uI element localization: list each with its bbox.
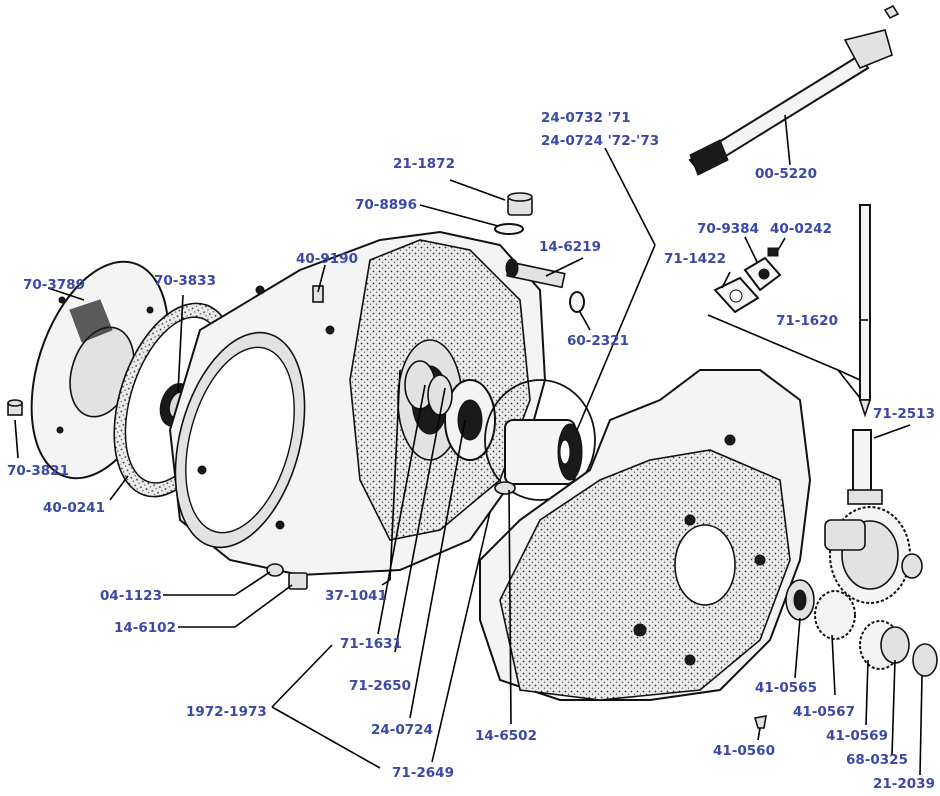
- label-40-0242: 40-0242: [770, 221, 832, 237]
- label-71-2649: 71-2649: [392, 765, 454, 781]
- label-70-3833: 70-3833: [154, 273, 216, 289]
- cover-plate-parts: [713, 247, 782, 314]
- drain-plug-part: [266, 563, 308, 590]
- label-24-0724: 24-0724: [371, 722, 433, 738]
- leader-lines: [14, 114, 923, 776]
- label-1972-1973: 1972-1973: [186, 704, 267, 720]
- label-40-0241: 40-0241: [43, 500, 105, 516]
- parts-illustration: [7, 4, 938, 729]
- crankcase-half: [479, 369, 812, 701]
- label-70-9384: 70-9384: [697, 221, 759, 237]
- bolt-part: [505, 258, 585, 313]
- label-40-9190: 40-9190: [296, 251, 358, 267]
- label-41-0565: 41-0565: [755, 680, 817, 696]
- label-04-1123: 04-1123: [100, 588, 162, 604]
- label-70-3821: 70-3821: [7, 463, 69, 479]
- pin-part: [312, 285, 324, 303]
- gear-cluster-part: [753, 506, 938, 729]
- label-71-2650: 71-2650: [349, 678, 411, 694]
- part-labels: 24-0732 '71 24-0724 '72-'73 21-1872 00-5…: [7, 110, 935, 792]
- label-41-0567: 41-0567: [793, 704, 855, 720]
- label-14-6102: 14-6102: [114, 620, 176, 636]
- guide-part: [847, 429, 883, 505]
- shaft-part: [688, 4, 900, 176]
- rod-part: [858, 204, 872, 418]
- label-68-0325: 68-0325: [846, 752, 908, 768]
- label-71-1631: 71-1631: [340, 636, 402, 652]
- label-41-0569: 41-0569: [826, 728, 888, 744]
- label-41-0560: 41-0560: [713, 743, 775, 759]
- label-14-6502: 14-6502: [475, 728, 537, 744]
- label-14-6219: 14-6219: [539, 239, 601, 255]
- label-00-5220: 00-5220: [755, 166, 817, 182]
- label-71-1422: 71-1422: [664, 251, 726, 267]
- label-60-2321: 60-2321: [567, 333, 629, 349]
- small-screw-part: [7, 399, 23, 416]
- label-70-8896: 70-8896: [355, 197, 417, 213]
- label-24-0732: 24-0732 '71: [541, 110, 631, 126]
- label-37-1041: 37-1041: [325, 588, 387, 604]
- plug-and-washer-part: [494, 192, 533, 235]
- label-21-2039: 21-2039: [873, 776, 935, 792]
- label-71-1620: 71-1620: [776, 313, 838, 329]
- label-21-1872: 21-1872: [393, 156, 455, 172]
- label-71-2513: 71-2513: [873, 406, 935, 422]
- bearing-stack-part: [404, 360, 596, 501]
- label-24-0724-72-73: 24-0724 '72-'73: [541, 133, 659, 149]
- label-70-3789: 70-3789: [23, 277, 85, 293]
